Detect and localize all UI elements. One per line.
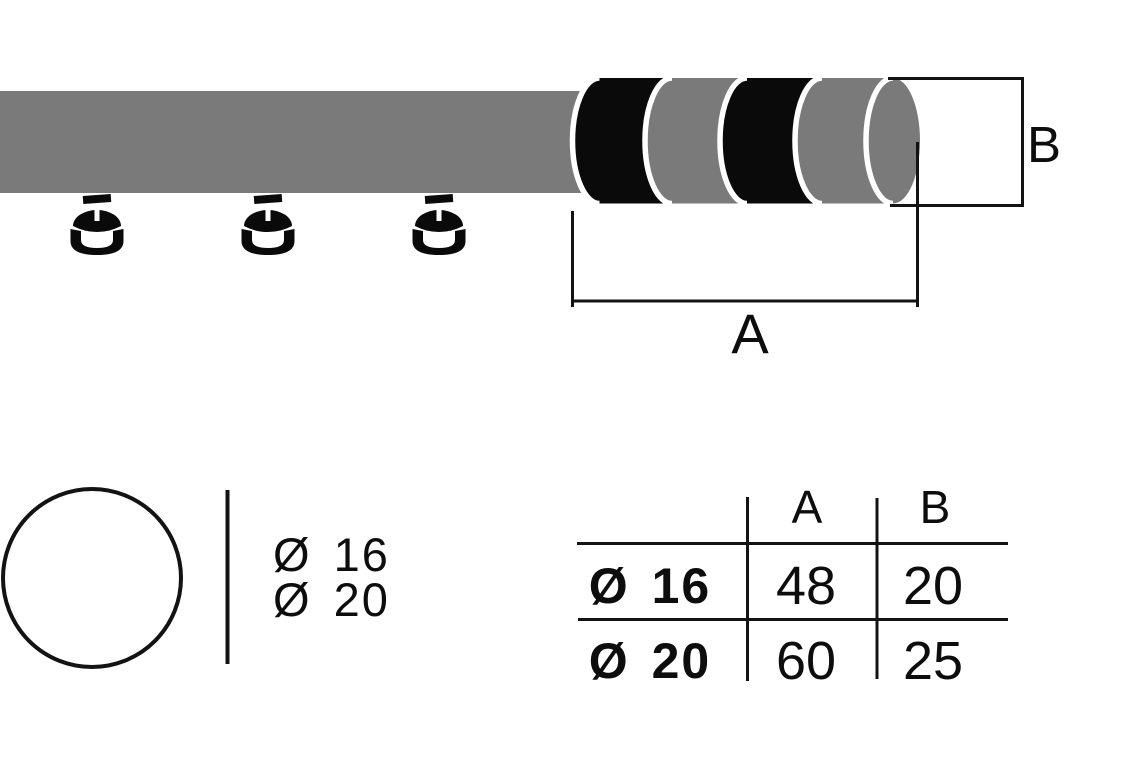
end-cap-face <box>866 78 920 204</box>
table-row2-label: Ø 20 <box>589 633 711 689</box>
glider-hook <box>241 194 295 255</box>
dim-a-label: A <box>731 302 769 365</box>
diameter-option-20: Ø 20 <box>273 573 390 626</box>
dim-b-label: B <box>1027 116 1061 173</box>
band-separator <box>792 75 823 207</box>
band-separator <box>717 75 748 207</box>
rod-cross-section <box>1 487 183 669</box>
band-separator <box>863 75 894 207</box>
table-row1-a: 48 <box>776 556 836 616</box>
curtain-rail <box>0 91 588 193</box>
table-row1-b: 20 <box>903 556 963 616</box>
table-row2-a: 60 <box>776 631 836 691</box>
band-separator <box>642 75 673 207</box>
glider-hook <box>70 194 124 255</box>
table-header-a: A <box>792 481 823 533</box>
table-row1-label: Ø 16 <box>589 558 711 614</box>
band-separator <box>569 75 600 207</box>
diameter-option-16: Ø 16 <box>273 528 390 581</box>
glider-hook <box>412 194 466 255</box>
table-header-b: B <box>920 481 951 533</box>
table-row2-b: 25 <box>903 631 963 691</box>
